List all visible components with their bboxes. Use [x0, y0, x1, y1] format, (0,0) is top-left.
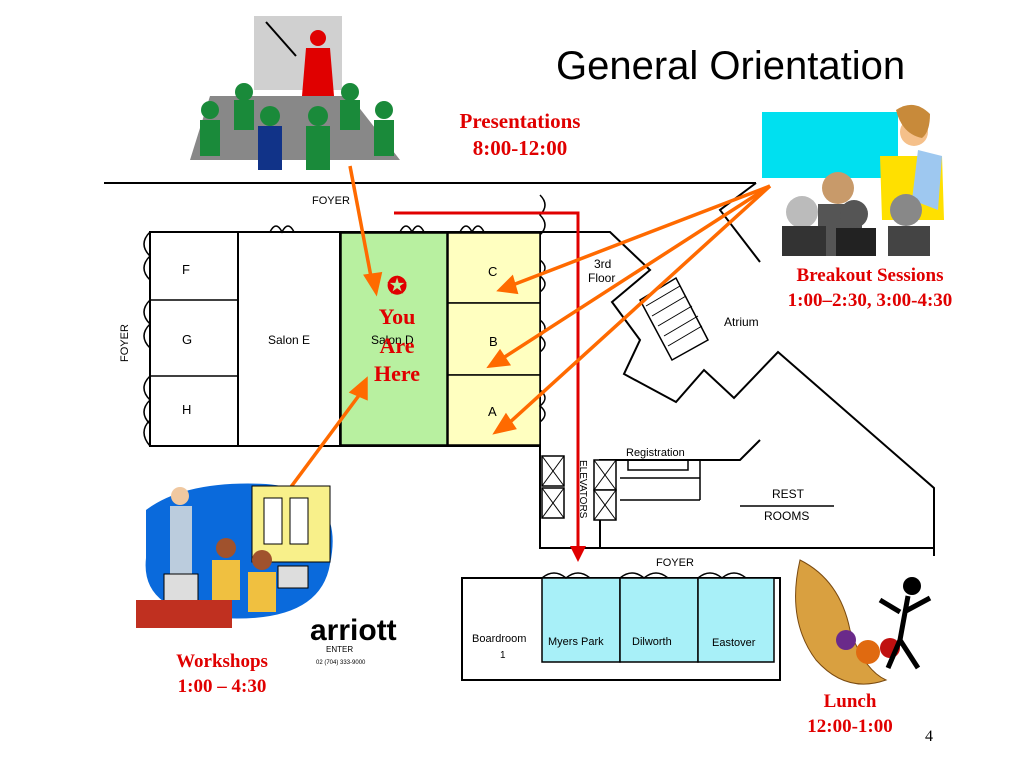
- elevators-label: ELEVATORS: [577, 460, 588, 519]
- page-number: 4: [925, 728, 933, 745]
- foyer-left-label: FOYER: [119, 324, 131, 362]
- marriott-center-label: ENTER: [326, 645, 353, 654]
- room-h-label: H: [182, 402, 191, 417]
- foyer-bottom-label: FOYER: [656, 557, 694, 569]
- lunch-clipart: [795, 559, 932, 685]
- marriott-logo: arriott: [310, 614, 397, 647]
- slide-title: General Orientation: [556, 44, 906, 88]
- salon-d-room: [340, 232, 448, 446]
- atrium-label: Atrium: [724, 315, 759, 329]
- room-c: [447, 232, 541, 304]
- marriott-phone: 02 (704) 333-9000: [316, 660, 366, 666]
- workshops-time: 1:00 – 4:30: [177, 675, 267, 697]
- breakout-label: Breakout Sessions 1:00–2:30, 3:00-4:30: [762, 264, 978, 313]
- salon-d-label: Salon D: [371, 333, 414, 347]
- you-are-here-line3: Here: [373, 361, 420, 387]
- you-are-here-label: ✪ You Are Here: [356, 272, 438, 389]
- lunch-label: Lunch 12:00-1:00: [780, 690, 920, 739]
- foyer-top-label: FOYER: [312, 195, 350, 207]
- orange-arrows: [254, 165, 772, 536]
- room-c-label: C: [488, 264, 497, 279]
- presentations-label: Presentations 8:00-12:00: [436, 108, 604, 163]
- presentations-time: 8:00-12:00: [472, 136, 568, 161]
- third-floor-label-2: Floor: [588, 271, 615, 285]
- you-are-here-line1: You: [378, 304, 416, 330]
- room-a-label: A: [488, 404, 497, 419]
- eastover-room: [697, 577, 775, 663]
- dilworth-label: Dilworth: [632, 636, 672, 648]
- room-g-label: G: [182, 332, 192, 347]
- elevators: [541, 455, 617, 521]
- eastover-label: Eastover: [712, 637, 756, 649]
- boardroom-label: Boardroom: [472, 633, 526, 645]
- presentations-title: Presentations: [459, 109, 581, 133]
- myers-park-label: Myers Park: [548, 636, 604, 648]
- salon-e-label: Salon E: [268, 333, 310, 347]
- breakout-clipart: [762, 104, 944, 256]
- presentation-clipart: [190, 16, 400, 170]
- workshops-title: Workshops: [176, 651, 268, 672]
- myers-park-room: [541, 577, 621, 663]
- staircase: [639, 276, 710, 362]
- breakout-time: 1:00–2:30, 3:00-4:30: [787, 289, 953, 311]
- rest-label: REST: [772, 487, 805, 501]
- third-floor-label-1: 3rd: [594, 257, 611, 271]
- dilworth-room: [619, 577, 699, 663]
- route-line: [394, 211, 580, 548]
- breakout-title: Breakout Sessions: [796, 265, 944, 286]
- registration-label: Registration: [626, 447, 685, 459]
- workshops-clipart: [136, 483, 333, 628]
- room-f-label: F: [182, 262, 190, 277]
- boardroom-number: 1: [500, 650, 506, 661]
- lunch-time: 12:00-1:00: [807, 715, 893, 737]
- workshops-label: Workshops 1:00 – 4:30: [142, 650, 302, 699]
- you-are-here-star-icon: ✪: [386, 274, 408, 300]
- rooms-label: ROOMS: [764, 509, 809, 523]
- you-are-here-line2: Are: [379, 332, 415, 358]
- lunch-title: Lunch: [823, 691, 877, 712]
- room-b-label: B: [489, 334, 498, 349]
